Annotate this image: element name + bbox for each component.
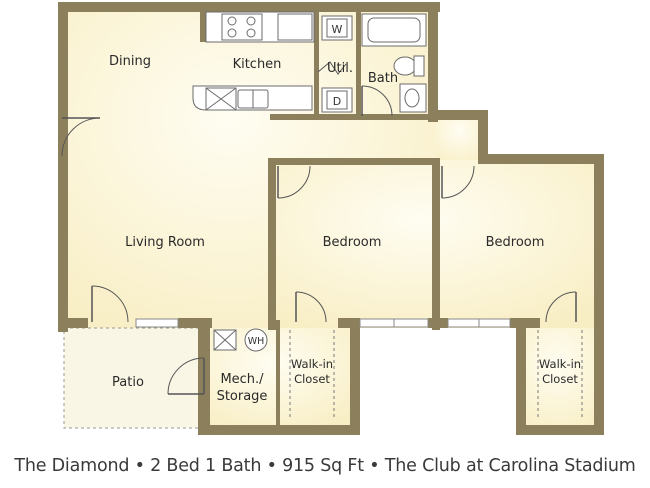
washer-label: W	[332, 23, 343, 36]
bathtub-icon	[361, 13, 427, 47]
closet-shelving	[289, 330, 583, 420]
doors	[61, 117, 577, 395]
label-walkin-closet-1-b: Closet	[294, 372, 330, 386]
water-heater-label: WH	[248, 336, 265, 347]
windows	[135, 318, 511, 328]
kitchen-fixtures	[192, 11, 315, 111]
label-bedroom-1: Bedroom	[323, 235, 382, 250]
refrigerator-icon	[277, 13, 313, 41]
label-utility: Util.	[327, 61, 353, 76]
label-bath: Bath	[368, 71, 398, 86]
walls	[58, 2, 604, 435]
label-walkin-closet-2-b: Closet	[542, 372, 578, 386]
water-heater-icon	[244, 328, 268, 352]
laundry: W D	[317, 15, 353, 113]
floor-plan-caption: The Diamond • 2 Bed 1 Bath • 915 Sq Ft •…	[14, 456, 636, 476]
label-dining: Dining	[109, 54, 151, 69]
room-labels: Dining Kitchen Util. Bath Living Room Be…	[109, 54, 581, 404]
floor-plan: W D	[58, 2, 604, 435]
label-kitchen: Kitchen	[233, 57, 282, 72]
dryer-label: D	[333, 95, 341, 108]
label-bedroom-2: Bedroom	[486, 235, 545, 250]
patio-area	[63, 327, 205, 429]
label-living-room: Living Room	[125, 235, 205, 250]
range-icon	[221, 13, 263, 41]
label-patio: Patio	[112, 375, 144, 390]
window-living	[135, 318, 179, 328]
mechanical-equipment: WH	[213, 328, 268, 352]
vanity-sink-icon	[399, 83, 427, 113]
label-walkin-closet-1-a: Walk-in	[291, 357, 333, 371]
bath-fixtures	[361, 13, 427, 117]
label-mech-storage-1: Mech./	[220, 372, 264, 387]
label-walkin-closet-2-a: Walk-in	[539, 357, 581, 371]
label-mech-storage-2: Storage	[217, 389, 268, 404]
